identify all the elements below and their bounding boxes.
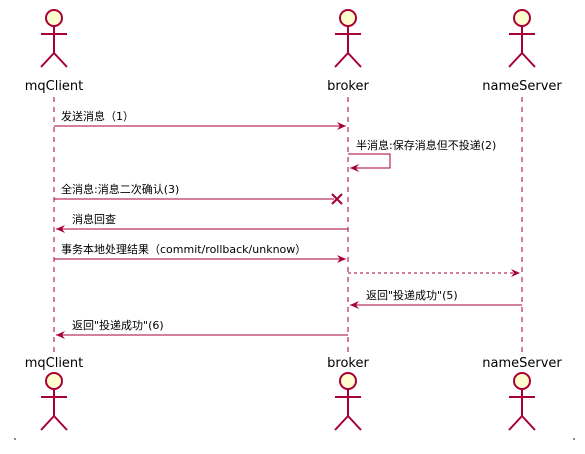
self-message-arrow — [348, 153, 391, 172]
message-label: 发送消息（1） — [61, 109, 134, 123]
message-1: 发送消息（1） — [54, 109, 346, 130]
actor-top-nameServer — [508, 9, 536, 68]
participant-label-bottom: mqClient — [25, 356, 84, 371]
message-7: 返回"投递成功"(5) — [350, 288, 522, 309]
message-4: 消息回查 — [56, 212, 348, 233]
message-label: 返回"投递成功"(5) — [366, 288, 458, 302]
participant-label-top: nameServer — [482, 79, 562, 94]
actor-top-broker — [334, 9, 362, 68]
actor-bottom-mqClient — [40, 372, 68, 431]
message-2: 半消息:保存消息但不投递(2) — [348, 138, 496, 172]
message-label: 事务本地处理结果（commit/rollback/unknow） — [61, 242, 306, 256]
message-label: 半消息:保存消息但不投递(2) — [356, 138, 496, 152]
corner-dot-right — [573, 438, 575, 440]
participant-label-top: broker — [327, 79, 369, 94]
message-3: 全消息:消息二次确认(3) — [54, 182, 343, 205]
actors: mqClient mqClient broker broker nameServer na… — [25, 9, 562, 431]
message-8: 返回"投递成功"(6) — [56, 318, 348, 339]
cross-icon — [331, 193, 343, 205]
message-5: 事务本地处理结果（commit/rollback/unknow） — [54, 242, 346, 263]
corner-dot-left — [14, 438, 16, 440]
messages: 发送消息（1） 半消息:保存消息但不投递(2) 全消息:消息二次确认(3) 消息回查事… — [54, 109, 522, 339]
actor-bottom-broker — [334, 372, 362, 431]
participant-label-top: mqClient — [25, 79, 84, 94]
participant-label-bottom: broker — [327, 356, 369, 371]
actor-top-mqClient — [40, 9, 68, 68]
participant-label-bottom: nameServer — [482, 356, 562, 371]
lifelines — [53, 97, 523, 352]
message-label: 全消息:消息二次确认(3) — [61, 182, 179, 196]
message-label: 返回"投递成功"(6) — [72, 318, 164, 332]
actor-bottom-nameServer — [508, 372, 536, 431]
message-label: 消息回查 — [72, 212, 116, 226]
